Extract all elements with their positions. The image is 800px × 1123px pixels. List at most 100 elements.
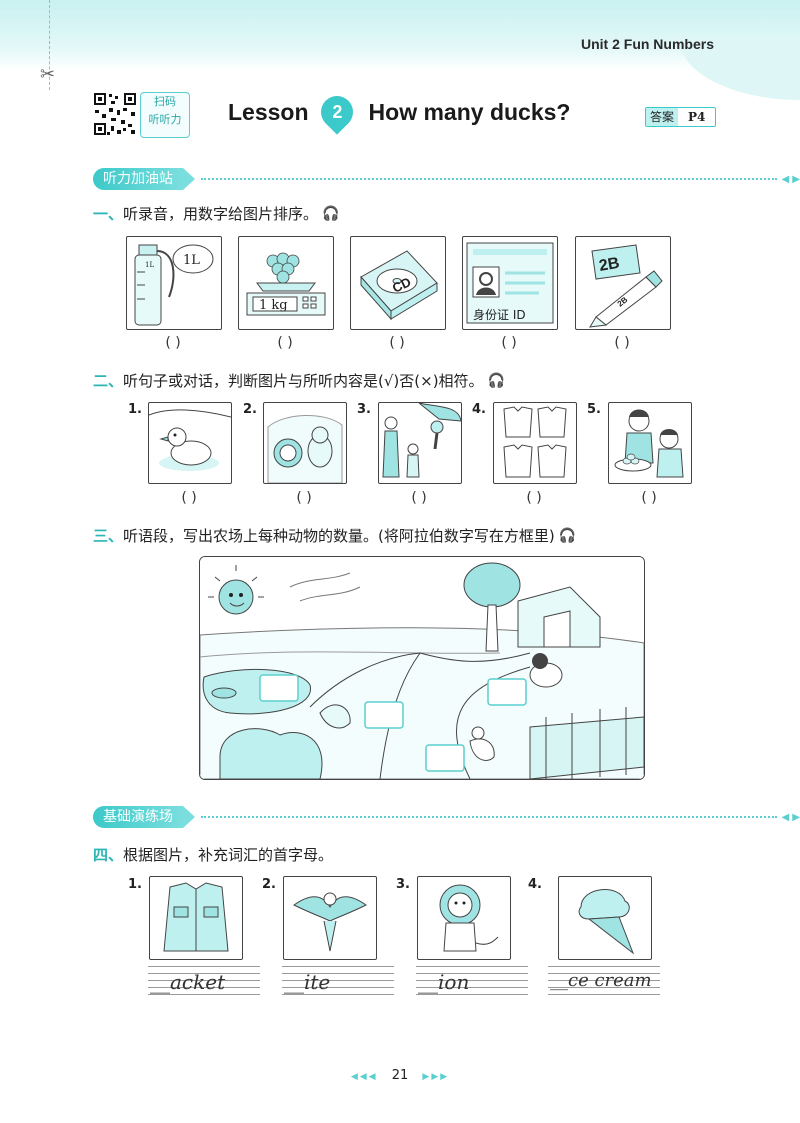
lesson-number-badge: 2 (313, 89, 360, 135)
section-label: 听力加油站 (93, 168, 195, 190)
scale-icon: 1 kg (246, 252, 326, 316)
scale-label: 1 kg (259, 298, 288, 313)
item-number: 4. (528, 877, 542, 892)
scan-tag-line2: 听听力 (148, 113, 182, 126)
cut-line (49, 0, 50, 90)
section-divider (201, 178, 778, 180)
scan-tag[interactable]: 扫码 听听力 (140, 92, 190, 138)
item-number: 3. (396, 877, 410, 892)
item-number: 4. (472, 402, 486, 417)
write-lines (416, 966, 528, 1006)
answer-blank[interactable]: ( ) (526, 490, 542, 506)
word-answer[interactable]: __ite (284, 970, 331, 994)
section-bar-practice: 基础演练场 ◀ ▶ (93, 806, 800, 828)
write-lines (282, 966, 394, 1006)
section-bar-listening: 听力加油站 ◀ ▶ (93, 168, 800, 190)
lesson-name: How many ducks? (368, 98, 571, 125)
pencil-box-label: 2B (598, 255, 621, 275)
q2-picture-girls-eggs (608, 402, 692, 484)
write-lines (548, 966, 660, 1006)
id-card-icon: 身份证 ID (466, 242, 554, 324)
page-footer: ◀◀◀ 21 ▶▶▶ (0, 1068, 800, 1083)
kite-icon (293, 892, 367, 952)
pencil-icon: 2B 2B (589, 244, 663, 328)
headphones-icon[interactable]: 🎧 (322, 205, 340, 222)
answer-blank[interactable]: ( ) (165, 335, 181, 351)
question-number: 三、 (93, 527, 124, 545)
section-end-mark: ◀ ▶ (781, 811, 800, 823)
q2-picture-duck (148, 402, 232, 484)
farm-scene-illustration (200, 557, 644, 779)
ice-cream-icon (578, 889, 635, 955)
word-answer[interactable]: __acket (150, 970, 226, 994)
jackets-icon (503, 406, 567, 478)
unit-title: Unit 2 Fun Numbers (580, 36, 714, 52)
question-text: 听句子或对话，判断图片与所听内容是(√)否(×)相符。 (123, 372, 484, 390)
q2-picture-lion-bear (263, 402, 347, 484)
q1-picture-scale: 1 kg (238, 236, 334, 330)
lion-icon (439, 884, 499, 952)
item-number: 1. (128, 402, 142, 417)
header-band (0, 0, 800, 70)
scan-tag-line1: 扫码 (154, 95, 176, 108)
cd-icon: CD (360, 250, 438, 321)
q4-picture-ice-cream (558, 876, 652, 960)
question-2-title: 二、 听句子或对话，判断图片与所听内容是(√)否(×)相符。 🎧 (93, 370, 505, 391)
answer-blank[interactable]: ( ) (296, 490, 312, 506)
question-number: 一、 (93, 205, 124, 223)
answer-blank[interactable]: ( ) (614, 335, 630, 351)
cd-label: CD (390, 274, 413, 296)
word-answer[interactable]: __ce cream (550, 970, 652, 991)
jacket-icon (163, 882, 229, 952)
section-divider (201, 816, 778, 818)
q2-picture-jackets (493, 402, 577, 484)
question-4-title: 四、 根据图片，补充词汇的首字母。 (93, 844, 333, 865)
question-text: 根据图片，补充词汇的首字母。 (123, 846, 334, 864)
section-label: 基础演练场 (93, 806, 195, 828)
item-number: 2. (243, 402, 257, 417)
lesson-prefix: Lesson (228, 98, 309, 125)
item-number: 3. (357, 402, 371, 417)
qr-code-icon[interactable] (93, 92, 137, 136)
q1-picture-id-card: 身份证 ID (462, 236, 558, 330)
answer-blank[interactable]: ( ) (641, 490, 657, 506)
item-number: 5. (587, 402, 601, 417)
item-number: 2. (262, 877, 276, 892)
girls-eggs-icon (614, 409, 684, 478)
headphones-icon[interactable]: 🎧 (487, 372, 505, 389)
answer-blank[interactable]: ( ) (277, 335, 293, 351)
page-number: 21 (391, 1068, 409, 1083)
id-card-label: 身份证 ID (473, 307, 526, 322)
q4-picture-lion (417, 876, 511, 960)
q2-picture-monkey (378, 402, 462, 484)
q1-picture-pencil: 2B 2B (575, 236, 671, 330)
lesson-number: 2 (331, 101, 342, 122)
scissors-icon: ✂ (40, 64, 56, 85)
question-text: 听录音，用数字给图片排序。 (123, 205, 319, 223)
answer-blank[interactable]: ( ) (389, 335, 405, 351)
answer-blank[interactable]: ( ) (501, 335, 517, 351)
answer-blank[interactable]: ( ) (411, 490, 427, 506)
question-1-title: 一、 听录音，用数字给图片排序。 🎧 (93, 203, 339, 224)
question-number: 二、 (93, 372, 124, 390)
word-answer[interactable]: __ion (418, 970, 470, 994)
headphones-icon[interactable]: 🎧 (558, 527, 577, 544)
lion-bear-icon (267, 415, 343, 483)
q1-picture-cd: CD (350, 236, 446, 330)
q4-picture-kite (283, 876, 377, 960)
question-number: 四、 (93, 846, 124, 864)
q4-picture-jacket (149, 876, 243, 960)
monkey-tree-icon (382, 403, 461, 478)
lesson-title: Lesson 2 How many ducks? (228, 89, 571, 135)
bottle-mark: 1L (145, 261, 154, 269)
answer-blank[interactable]: ( ) (181, 490, 197, 506)
answer-page: P4 (688, 110, 706, 124)
answer-label: 答案 (646, 108, 679, 126)
footer-left-arrows: ◀◀◀ (350, 1072, 378, 1082)
duck-icon (149, 409, 231, 471)
farm-scene (199, 556, 645, 780)
bottle-bubble-label: 1L (183, 253, 200, 268)
item-number: 1. (128, 877, 142, 892)
write-lines (148, 966, 260, 1006)
question-text: 听语段，写出农场上每种动物的数量。(将阿拉伯数字写在方框里) (123, 527, 555, 545)
